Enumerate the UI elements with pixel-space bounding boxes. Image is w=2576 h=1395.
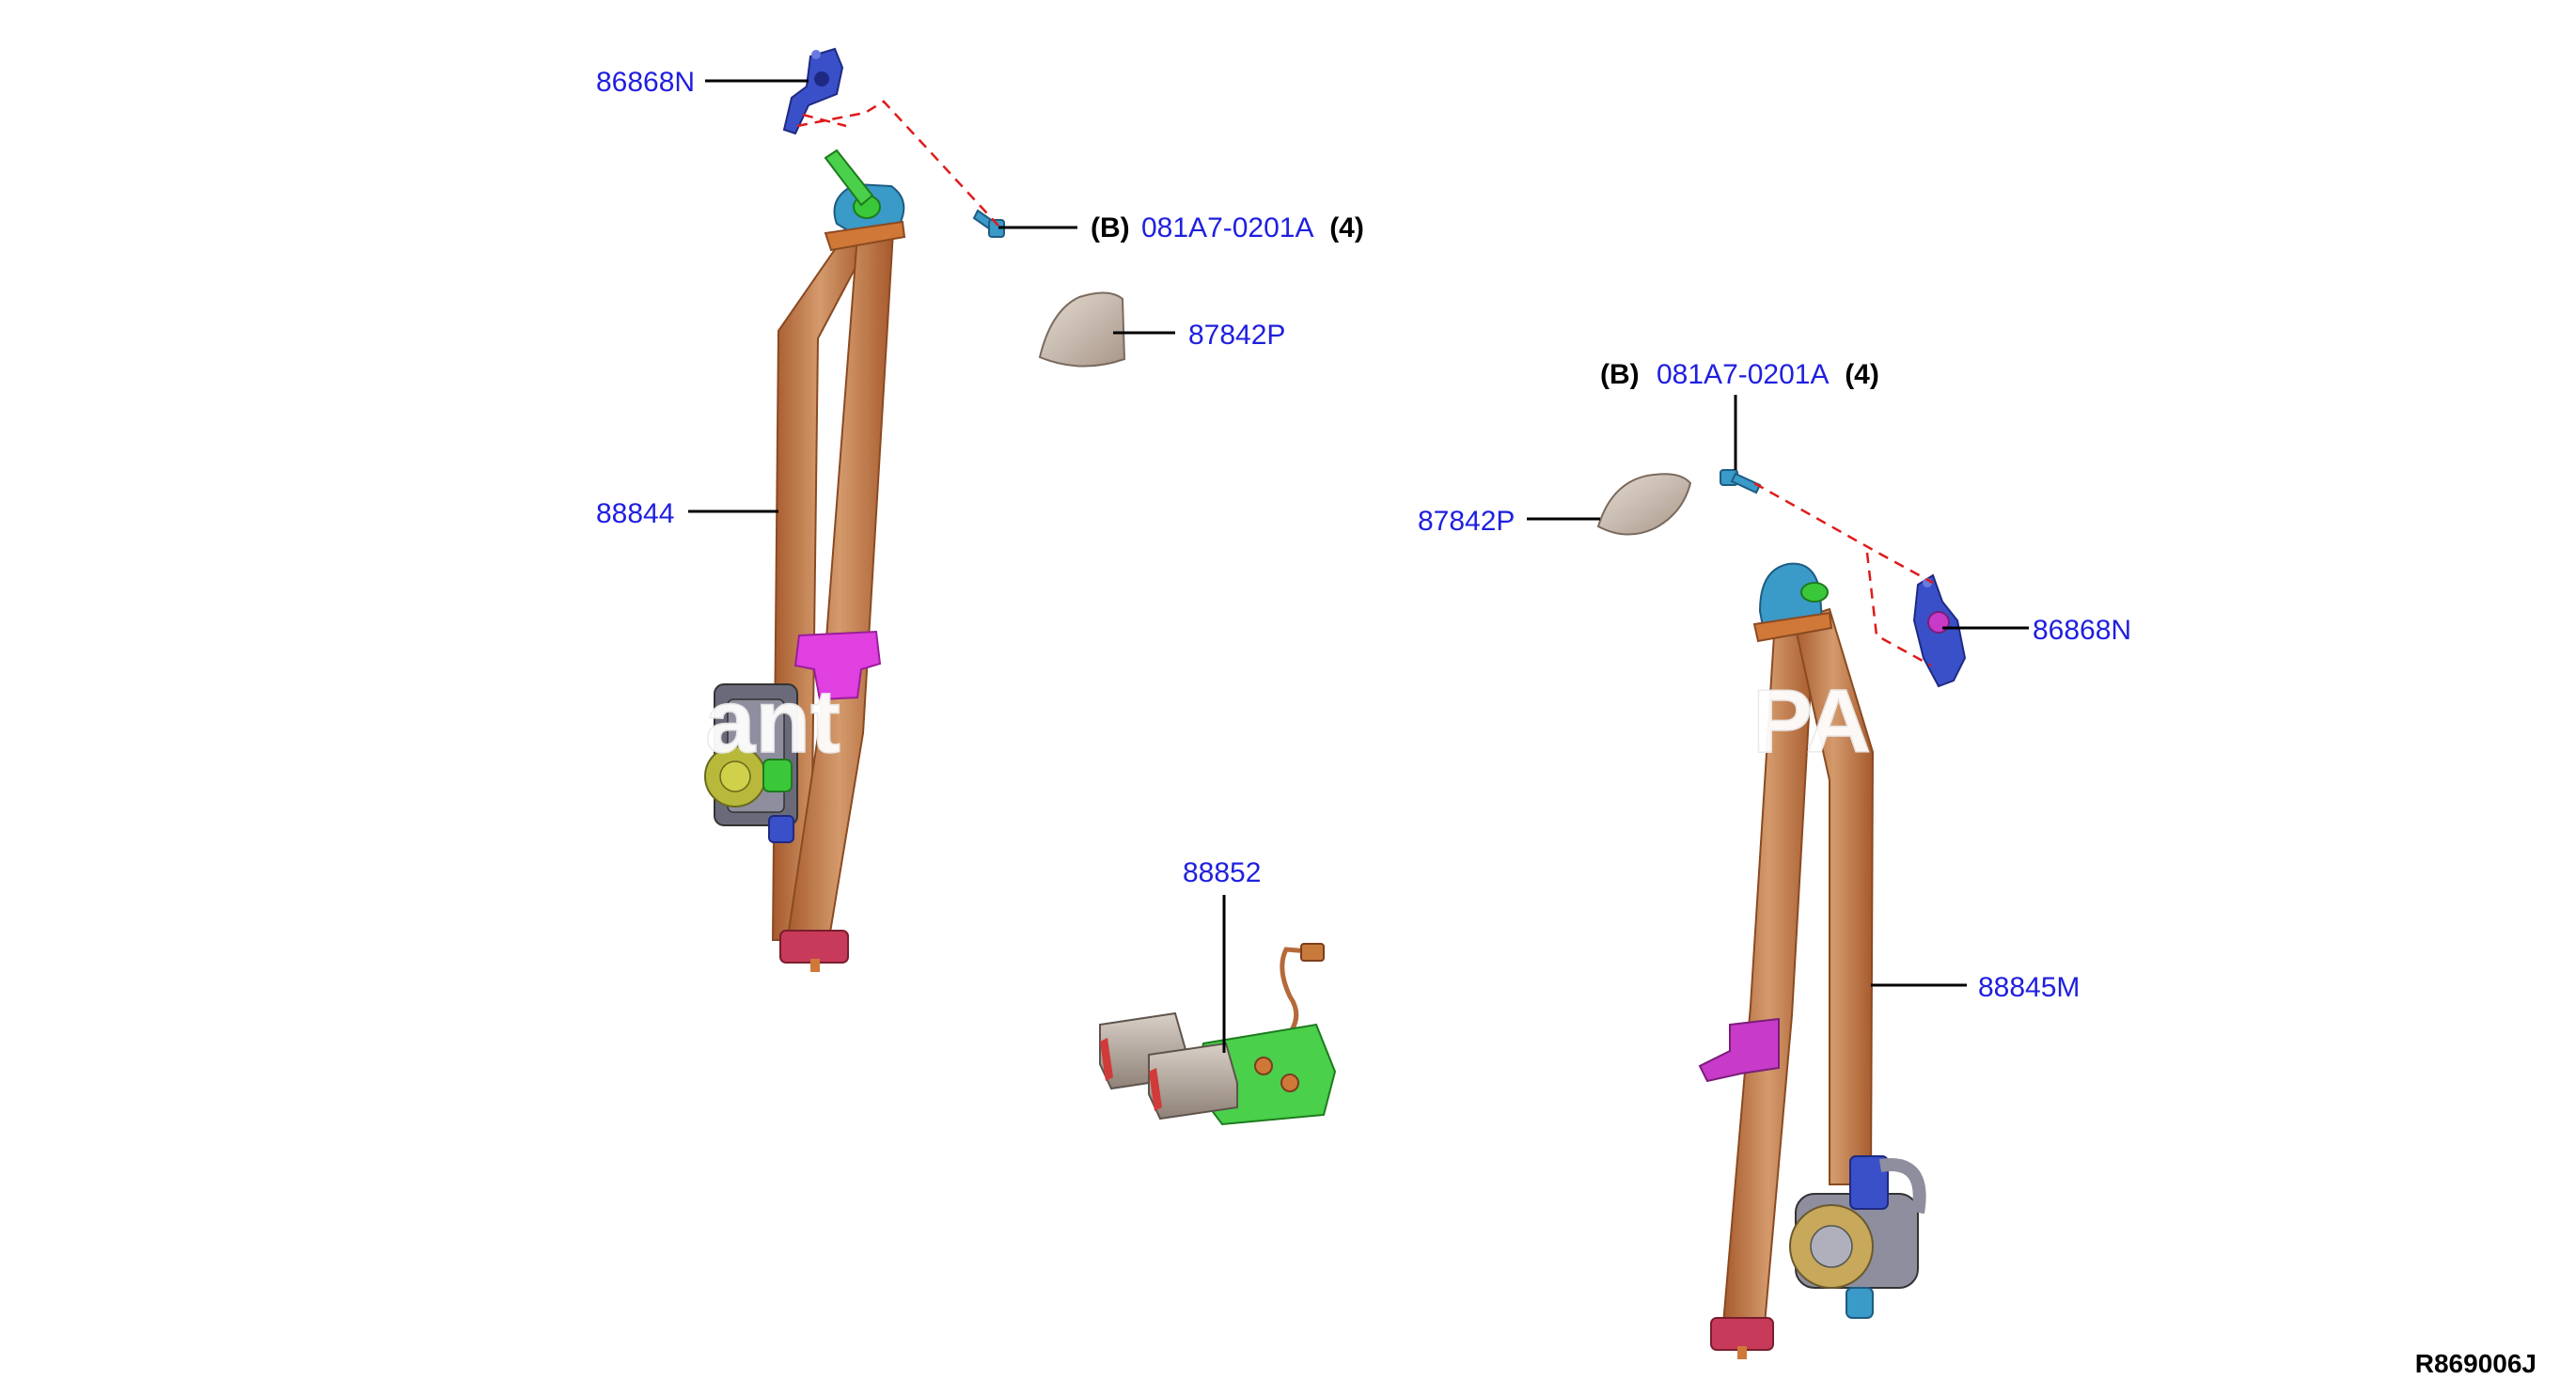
retractor-icon [704,683,798,843]
bolt-ref-letter: (B) [1091,212,1130,243]
belt-tongue-icon [1698,1017,1780,1083]
d-ring-anchor [824,182,906,252]
d-ring-anchor [1752,562,1833,643]
part-label-88852[interactable]: 88852 [1183,857,1261,888]
watermark-right: PA [1752,671,1871,772]
lower-anchor-icon [1710,1317,1774,1359]
part-label-bolt-top[interactable]: (B) 081A7-0201A (4) [1091,212,1364,243]
part-label-88844[interactable]: 88844 [596,498,674,529]
bolt-icon [1720,469,1762,494]
belt-tongue-icon [793,630,882,701]
anchor-bracket-icon [782,47,844,135]
diagram-reference-code: R869006J [2415,1349,2537,1378]
seat-belt-assembly-88844 [704,149,906,972]
part-label-86868n-top[interactable]: 86868N [596,67,695,98]
install-leader-top-branch [802,113,847,128]
seat-belt-assembly-88845m [1698,562,1926,1359]
bolt-quantity: (4) [1845,359,1879,390]
install-leader-right [1753,481,1934,585]
part-label-86868n-right[interactable]: 86868N [2033,615,2131,646]
bolt-ref-letter: (B) [1600,359,1640,390]
part-label-88845m[interactable]: 88845M [1978,972,2080,1003]
buckle-assembly-88852 [1099,943,1337,1126]
watermark-left: ant [705,671,840,772]
buckle-icon [1148,1042,1238,1121]
bolt-part-number[interactable]: 081A7-0201A [1657,359,1829,390]
install-leader-right-branch [1865,552,1932,667]
anchor-bracket-86868n-right [1912,573,1967,688]
part-label-87842p-left[interactable]: 87842P [1418,506,1515,537]
bolt-quantity: (4) [1329,212,1364,243]
guide-pin-icon [824,149,874,207]
part-label-87842p-top[interactable]: 87842P [1188,320,1285,351]
retractor-icon [1789,1155,1926,1319]
trim-cover-icon [1596,473,1692,536]
trim-cover-icon [1038,291,1126,368]
anchor-bracket-86868n-top [782,47,844,135]
bolt-icon [972,209,1005,238]
part-label-bolt-right[interactable]: (B) 081A7-0201A (4) [1600,359,1879,390]
lower-anchor-icon [779,930,849,972]
bolt-part-number[interactable]: 081A7-0201A [1141,212,1313,243]
install-leader-top [796,100,999,227]
